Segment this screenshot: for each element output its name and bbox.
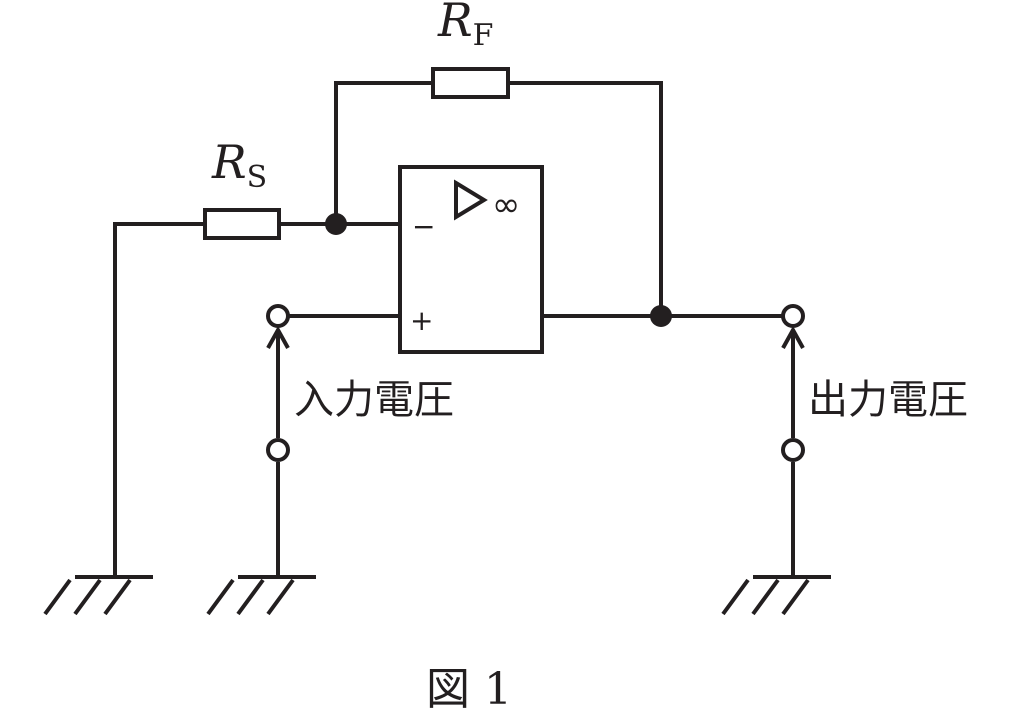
inverting-input-symbol: − [412,210,435,243]
output-terminal-top [781,304,805,328]
opamp-gain-symbol: ∞ [492,185,520,225]
opamp-body [398,165,544,354]
ground-icon-left [43,575,153,616]
opamp-triangle-icon [454,179,488,221]
noninverting-input-symbol: + [410,304,433,337]
inverting-junction-dot [325,213,347,235]
source-resistor [203,208,281,240]
output-voltage-arrowhead-icon [781,325,805,349]
input-terminal-bottom [266,438,290,462]
output-terminal-bottom [781,438,805,462]
feedback-resistor [431,67,510,99]
source-resistor-label: RS [211,135,267,195]
output-voltage-label: 出力電圧 [808,377,968,423]
input-voltage-label: 入力電圧 [294,377,454,423]
feedback-resistor-label: RF [437,0,493,53]
input-terminal-top [266,304,290,328]
ground-icon-right [721,575,831,616]
ground-icon-middle [206,575,316,616]
output-junction-dot [650,305,672,327]
figure-caption: 図 1 [426,664,512,715]
input-voltage-arrowhead-icon [266,325,290,349]
feedback-wire [334,81,663,316]
